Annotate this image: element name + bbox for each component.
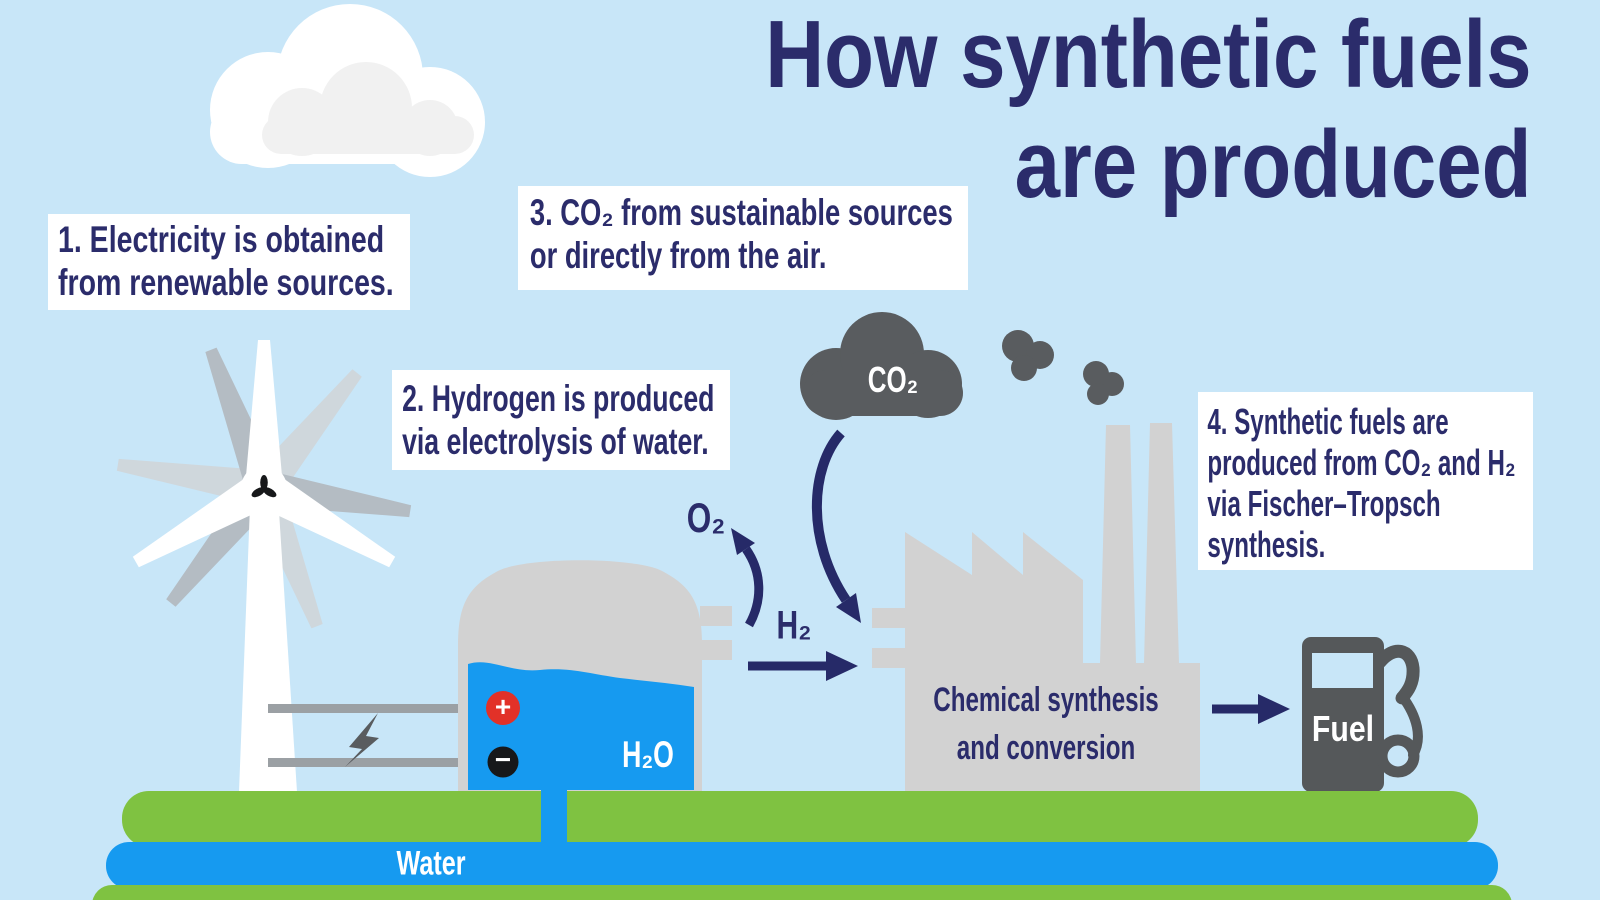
step-4-box: 4. Synthetic fuels are produced from CO₂… [1198,392,1533,570]
chimney [1100,425,1136,663]
h2-label: H₂ [776,603,812,648]
pump-screen [1312,653,1373,688]
factory-icon [872,423,1200,792]
step-3-box: 3. CO₂ from sustainable sources or direc… [518,186,968,290]
fuel-label: Fuel [1311,708,1375,749]
pump-nozzle [1373,644,1420,705]
step-4-line-2: produced from CO₂ and H₂ [1207,442,1516,483]
ground-strip [122,791,1478,847]
tank-water [468,662,694,790]
h2o-label: H₂O [622,734,674,775]
water-label: Water [396,844,466,883]
wind-turbine-icon [116,340,412,792]
flow-arrows [731,429,1290,724]
o2-arrow [742,546,764,628]
factory-caption: Chemical synthesis and conversion [933,676,1158,772]
water-strip [106,842,1498,889]
turbine-hub-icon [251,475,277,498]
step-2-line-1: 2. Hydrogen is produced [402,378,715,419]
title-line-2: are produced [1014,111,1531,218]
step-4-line-3: via Fischer–Tropsch [1207,483,1441,524]
step-3-line-2: or directly from the air. [529,235,827,276]
cathode-electrode [487,746,519,778]
factory-caption-line-1: Chemical synthesis [933,681,1159,719]
co2-cloud-icon [800,312,963,420]
pump-hose-loop [1376,734,1420,778]
electrolyzer-tank-icon [458,560,732,792]
bottom-ground-strip [92,885,1512,900]
step-1-line-2: from renewable sources. [58,262,394,303]
power-wires [268,704,508,767]
cloud-icon [210,4,485,177]
step-1-box: 1. Electricity is obtained from renewabl… [48,214,410,310]
title-line-1: How synthetic fuels [764,1,1531,108]
step-4-line-1: 4. Synthetic fuels are [1207,401,1449,442]
step-4-line-4: synthesis. [1207,524,1326,565]
anode-electrode [486,691,520,725]
fuel-pump-icon [1302,637,1423,792]
step-2-box: 2. Hydrogen is produced via electrolysis… [392,370,730,470]
step-3-line-1: 3. CO₂ from sustainable sources [529,192,953,233]
smoke-puff-icon [1002,330,1124,405]
o2-label: O₂ [686,494,726,541]
lightning-bolt-icon [345,713,379,767]
cathode-minus-label: − [494,744,512,775]
step-1-line-1: 1. Electricity is obtained [58,219,385,260]
co2-arrow [811,429,851,603]
turbine-tower [239,480,297,792]
co2-cloud-label: CO₂ [867,359,919,400]
factory-caption-line-2: and conversion [956,729,1136,767]
page-title: How synthetic fuels are produced [765,0,1531,220]
anode-plus-label: + [494,691,512,722]
step-2-line-2: via electrolysis of water. [402,421,709,462]
chimney [1144,423,1179,663]
